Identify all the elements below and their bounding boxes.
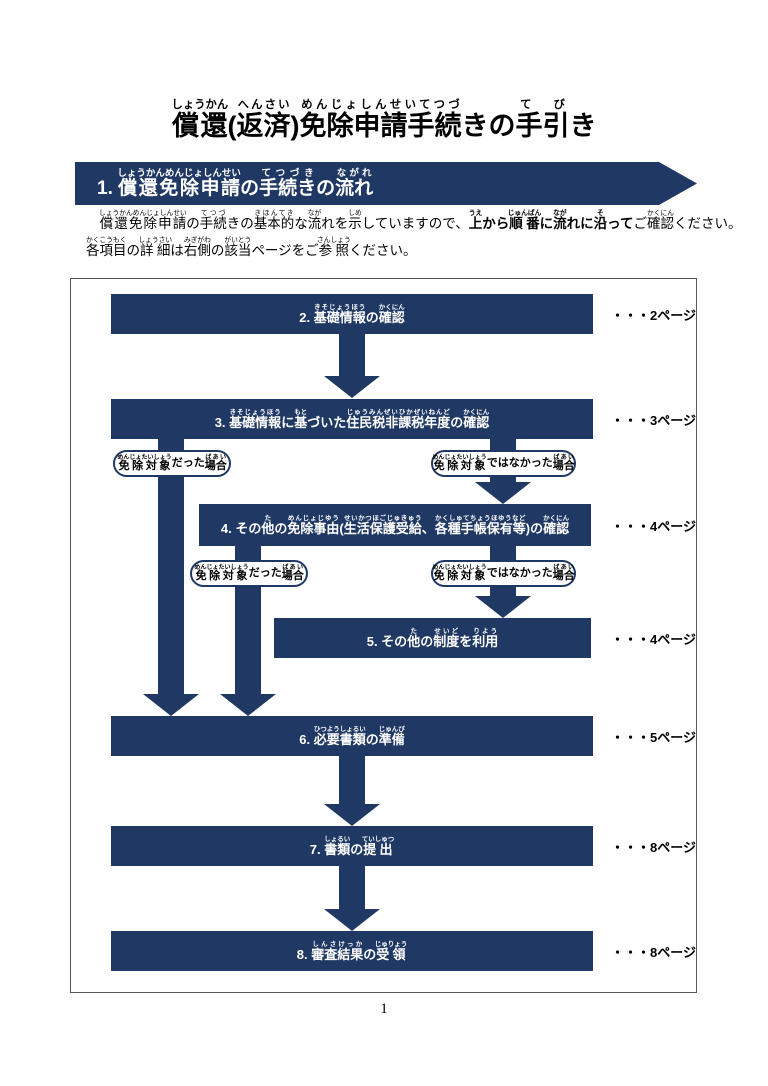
flow-box-step-6: 6. 必要書類ひつようしょるいの準備じゅんび	[111, 716, 593, 756]
page-ref-step-8: ・・・8ページ	[611, 945, 696, 960]
arrowhead-step4-exempt-to-step6	[220, 694, 276, 716]
flow-box-step-3-label: 3. 基礎情報きそじょうほうに基もとづいた住民税非課税年度じゅうみんぜいひかぜい…	[214, 408, 490, 430]
page-ref-step-5: ・・・4ページ	[611, 632, 696, 647]
section-banner-label: 1. 償還免除申請しょうかんめんじょしんせいの手続きてつづきの流れながれ	[97, 167, 374, 199]
arrowhead-step7-to-step8	[324, 909, 380, 931]
arrowhead-step4-notexempt-to-step5	[475, 596, 531, 618]
page-ref-step-4: ・・・4ページ	[611, 519, 696, 534]
decision-oval-step4-exempt: 免除対象めんじょたいしょうだった場合ばあい	[190, 560, 308, 587]
arrow-step7-to-step8	[339, 866, 365, 910]
flow-box-step-5-label: 5. その他たの制度せいどを利用りよう	[366, 627, 499, 649]
arrowhead-step3-notexempt-to-step4	[475, 482, 531, 504]
arrowhead-step3-exempt-to-step6	[143, 694, 199, 716]
page-ref-step-2: ・・・2ページ	[611, 308, 696, 323]
page-ref-step-7: ・・・8ページ	[611, 840, 696, 855]
arrowhead-step6-to-step7	[324, 804, 380, 826]
flow-box-step-2-label: 2. 基礎情報きそじょうほうの確認かくにん	[299, 303, 405, 325]
flow-box-step-3: 3. 基礎情報きそじょうほうに基もとづいた住民税非課税年度じゅうみんぜいひかぜい…	[111, 399, 593, 439]
page-ref-step-6: ・・・5ページ	[611, 730, 696, 745]
arrow-step6-to-step7	[339, 756, 365, 805]
page-title: 償還しょうかん(返済へんさい)免除申請手続めんじょしんせいてつづきの手引て びき	[171, 99, 597, 141]
flow-box-step-7-label: 7. 書類しょるいの提出ていしゅつ	[309, 835, 395, 857]
flow-box-step-2: 2. 基礎情報きそじょうほうの確認かくにん	[111, 294, 593, 334]
decision-oval-step3-exempt: 免除対象めんじょたいしょうだった場合ばあい	[113, 450, 231, 477]
section-banner: 1. 償還免除申請しょうかんめんじょしんせいの手続きてつづきの流れながれ	[75, 162, 697, 205]
decision-oval-step4-not-exempt: 免除対象めんじょたいしょうではなかった場合ばあい	[431, 560, 576, 587]
flow-box-step-5: 5. その他たの制度せいどを利用りよう	[274, 618, 591, 658]
flow-box-step-6-label: 6. 必要書類ひつようしょるいの準備じゅんび	[299, 725, 405, 747]
intro-line-2: 各項目かくこうもくの詳細しょうさいは右側みぎがわの該当がいとうページをご参照さん…	[86, 237, 417, 258]
flowchart-frame: 免除対象めんじょたいしょうだった場合ばあい 免除対象めんじょたいしょうではなかっ…	[70, 278, 697, 993]
page-number: 1	[380, 1001, 388, 1017]
arrow-step2-to-step3	[339, 334, 365, 377]
page-ref-step-3: ・・・3ページ	[611, 413, 696, 428]
flow-box-step-4: 4. その他たの免除事由めんじょじゆう(生活保護受給せいかつほごじゅきゅう、各種…	[199, 504, 591, 546]
decision-oval-step3-not-exempt: 免除対象めんじょたいしょうではなかった場合ばあい	[431, 450, 576, 477]
intro-line-1: 償還免除申請しょうかんめんじょしんせいの手続てつづきの基本的きほんてきな流ながれ…	[99, 210, 742, 231]
arrowhead-step2-to-step3	[324, 376, 380, 398]
flow-box-step-4-label: 4. その他たの免除事由めんじょじゆう(生活保護受給せいかつほごじゅきゅう、各種…	[220, 514, 570, 536]
arrow-step3-exempt-to-step6	[158, 439, 184, 695]
flow-box-step-8: 8. 審査結果しんさけっかの受領じゅりょう	[111, 931, 593, 971]
flow-box-step-7: 7. 書類しょるいの提出ていしゅつ	[111, 826, 593, 866]
flow-box-step-8-label: 8. 審査結果しんさけっかの受領じゅりょう	[296, 940, 408, 962]
